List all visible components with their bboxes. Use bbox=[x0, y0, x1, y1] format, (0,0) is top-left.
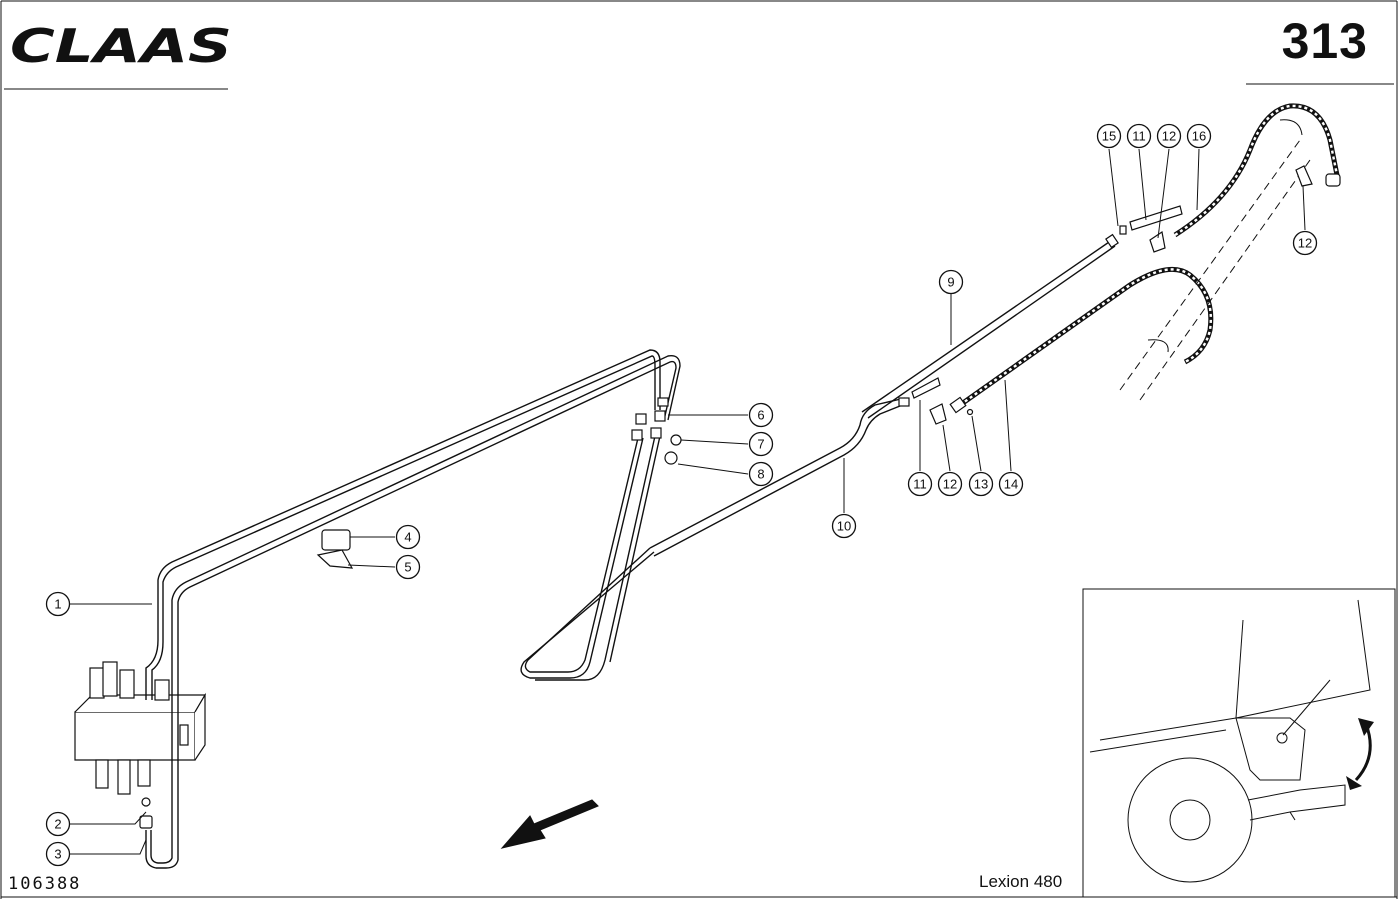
callout-2: 2 bbox=[45, 811, 71, 837]
svg-text:4: 4 bbox=[404, 530, 411, 545]
pipe-9 bbox=[861, 233, 1119, 419]
pipe-10 bbox=[649, 397, 906, 557]
svg-text:8: 8 bbox=[757, 467, 764, 482]
svg-text:6: 6 bbox=[757, 408, 764, 423]
callout-4: 4 bbox=[395, 524, 421, 550]
svg-text:11: 11 bbox=[913, 477, 927, 492]
callout-13: 13 bbox=[968, 471, 994, 497]
callout-6: 6 bbox=[748, 402, 774, 428]
callout-7: 7 bbox=[748, 431, 774, 457]
svg-text:13: 13 bbox=[974, 477, 988, 492]
callout-10: 10 bbox=[831, 513, 857, 539]
pipe-1 bbox=[145, 349, 681, 869]
svg-text:7: 7 bbox=[757, 437, 764, 452]
callout-9: 9 bbox=[938, 269, 964, 295]
callout-15: 15 bbox=[1096, 123, 1122, 149]
hose-14 bbox=[949, 266, 1214, 414]
svg-text:12: 12 bbox=[1162, 129, 1176, 144]
svg-text:14: 14 bbox=[1004, 477, 1018, 492]
drawing-number: 106388 bbox=[8, 874, 82, 894]
direction-arrow-icon bbox=[500, 799, 599, 849]
svg-text:12: 12 bbox=[943, 477, 957, 492]
svg-text:1: 1 bbox=[54, 597, 61, 612]
cylinder-outline bbox=[1119, 119, 1311, 401]
pivot-arrow-icon bbox=[1346, 718, 1374, 790]
callout-8: 8 bbox=[748, 461, 774, 487]
callout-5: 5 bbox=[395, 554, 421, 580]
pipe-v-section bbox=[520, 435, 661, 681]
callout-11-upper: 11 bbox=[1126, 123, 1152, 149]
fittings bbox=[139, 165, 1341, 829]
svg-text:3: 3 bbox=[54, 847, 61, 862]
control-valve bbox=[74, 661, 207, 795]
svg-text:16: 16 bbox=[1192, 129, 1206, 144]
callout-12-upper: 12 bbox=[1156, 123, 1182, 149]
claas-logo: CLAAS bbox=[10, 22, 232, 70]
callout-11-lower: 11 bbox=[907, 471, 933, 497]
callout-14: 14 bbox=[998, 471, 1024, 497]
leader-lines bbox=[70, 148, 1306, 855]
logo-text: CLAAS bbox=[10, 22, 232, 70]
page-number: 313 bbox=[1281, 13, 1368, 69]
callout-16: 16 bbox=[1186, 123, 1212, 149]
svg-text:11: 11 bbox=[1132, 129, 1146, 144]
svg-text:12: 12 bbox=[1298, 236, 1312, 251]
callout-12-right: 12 bbox=[1292, 230, 1318, 256]
svg-text:15: 15 bbox=[1102, 129, 1116, 144]
callout-3: 3 bbox=[45, 841, 71, 867]
svg-text:10: 10 bbox=[837, 519, 851, 534]
callout-12-lower: 12 bbox=[937, 471, 963, 497]
model-label: Lexion 480 bbox=[979, 872, 1063, 891]
svg-text:9: 9 bbox=[947, 275, 954, 290]
callout-1: 1 bbox=[45, 591, 71, 617]
svg-text:2: 2 bbox=[54, 817, 61, 832]
inset-view bbox=[1082, 588, 1396, 898]
callouts: 1 2 3 4 5 6 7 8 9 10 11 12 13 14 15 11 1… bbox=[45, 123, 1318, 867]
svg-text:5: 5 bbox=[404, 560, 411, 575]
hose-16 bbox=[1173, 103, 1341, 238]
